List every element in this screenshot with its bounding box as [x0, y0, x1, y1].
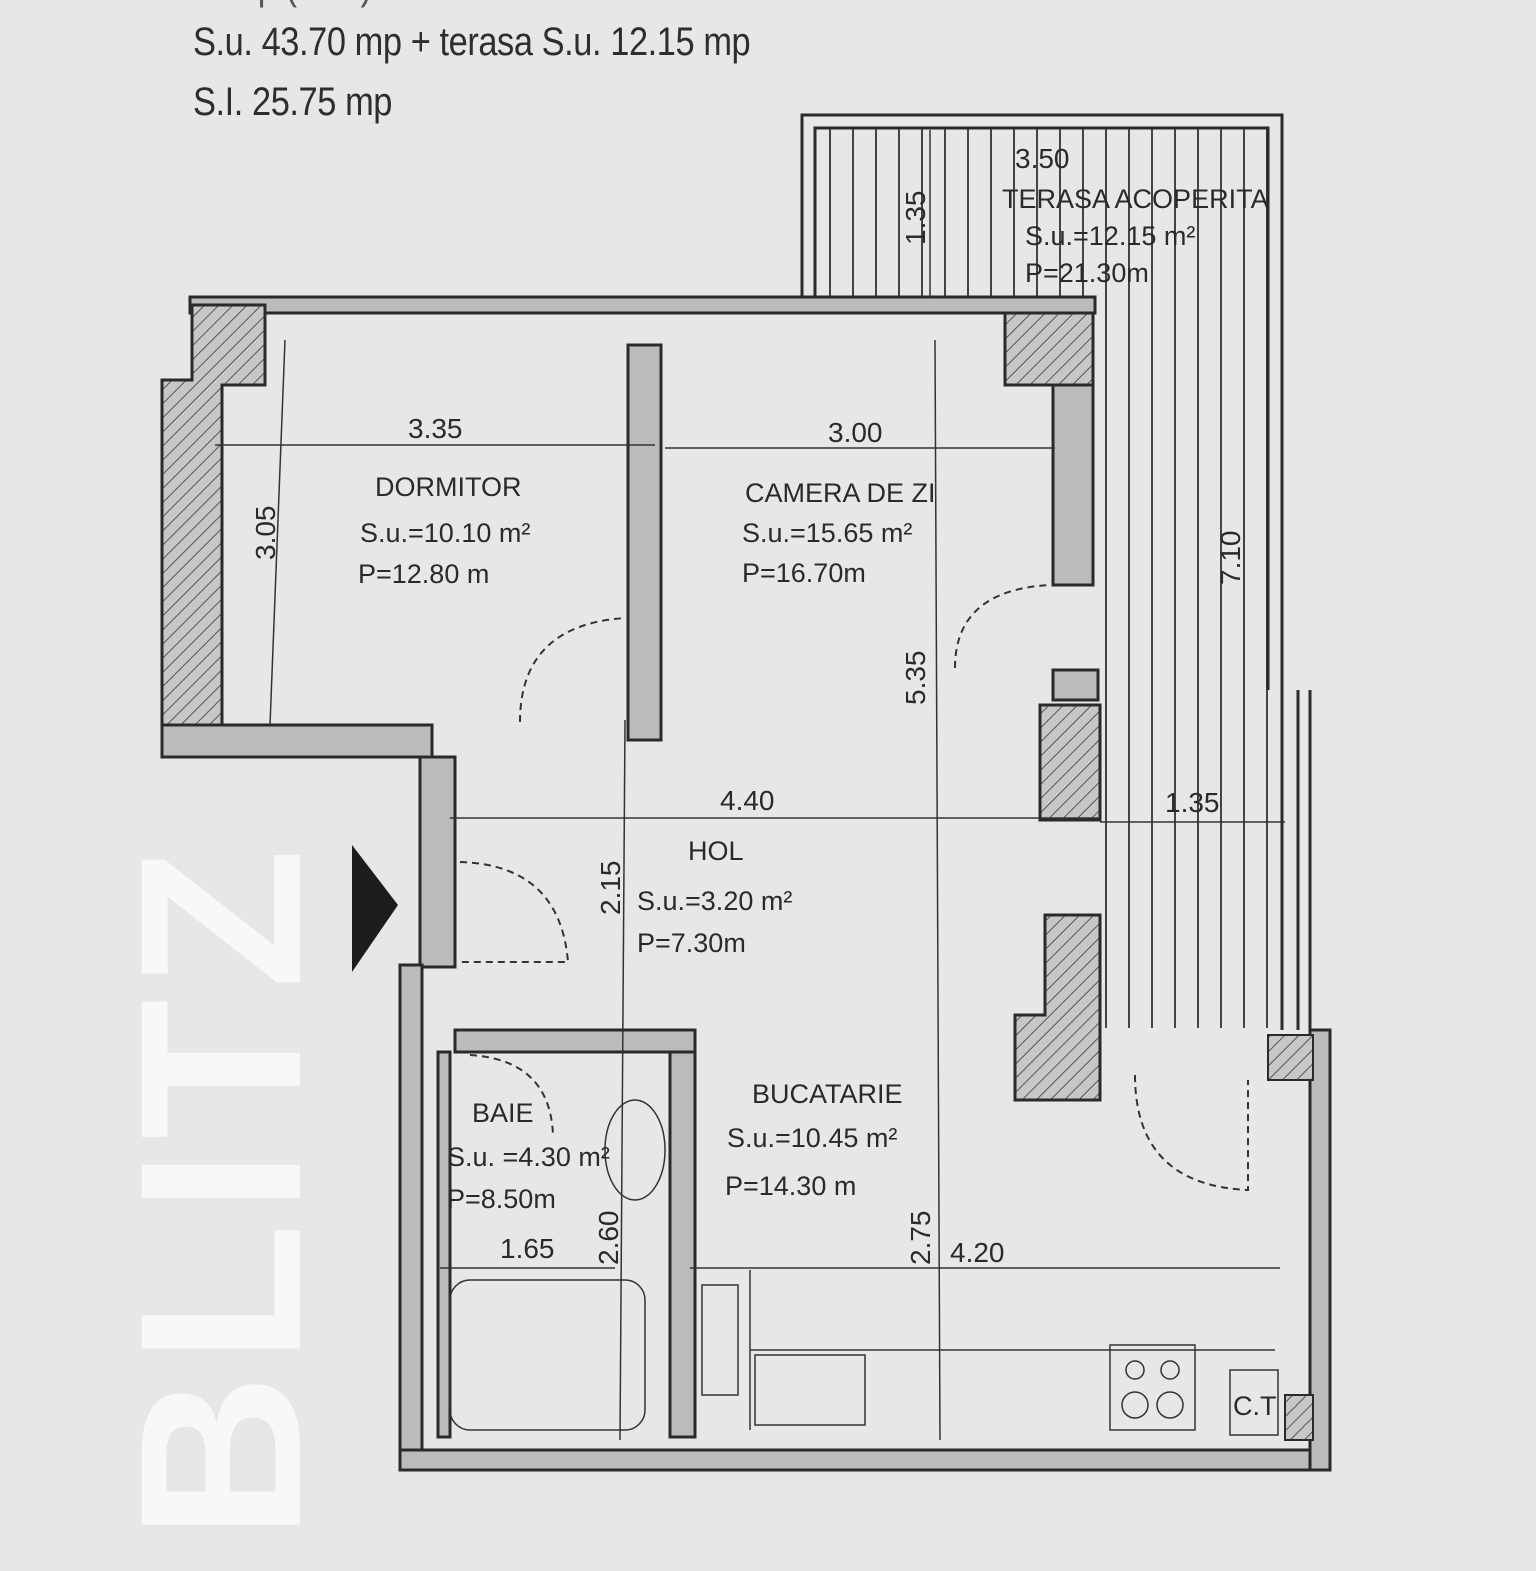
dim-camera-width: 3.00 — [828, 417, 883, 448]
room-area-baie: S.u. =4.30 m² — [447, 1142, 610, 1172]
room-perimeter-dormitor: P=12.80 m — [358, 559, 489, 589]
dim-terasa-long: 7.10 — [1215, 531, 1246, 586]
room-name-hol: HOL — [688, 836, 744, 866]
dim-hol-height: 2.15 — [595, 861, 626, 916]
dim-bucatarie-height: 2.75 — [905, 1211, 936, 1266]
walls — [160, 295, 1332, 1472]
dimension-lines — [215, 130, 1285, 1441]
room-name-ct: C.T — [1233, 1391, 1277, 1421]
room-area-dormitor: S.u.=10.10 m² — [360, 518, 530, 548]
room-perimeter-baie: P=8.50m — [447, 1184, 556, 1214]
fixtures — [449, 1099, 1275, 1431]
watermark: BLITZ — [92, 839, 349, 1540]
room-perimeter-bucatarie: P=14.30 m — [725, 1171, 856, 1201]
room-name-baie: BAIE — [472, 1098, 534, 1128]
dim-baie-width: 1.65 — [500, 1233, 555, 1264]
room-perimeter-camera-de-zi: P=16.70m — [742, 558, 866, 588]
room-name-dormitor: DORMITOR — [375, 472, 522, 502]
terrace — [800, 113, 1312, 1030]
header-line-partial: ... mp (... ...) ... — [193, 0, 408, 8]
room-area-camera-de-zi: S.u.=15.65 m² — [742, 518, 912, 548]
dim-dormitor-width: 3.35 — [408, 413, 463, 444]
dim-baie-height: 2.60 — [593, 1211, 624, 1266]
entrance-arrow-icon — [352, 845, 398, 972]
room-name-bucatarie: BUCATARIE — [752, 1079, 903, 1109]
room-name-terasa: TERASA ACOPERITA — [1002, 184, 1269, 214]
doors — [459, 584, 1249, 1192]
room-area-bucatarie: S.u.=10.45 m² — [727, 1123, 897, 1153]
dim-bucatarie-width: 4.20 — [950, 1237, 1005, 1268]
dim-camera-height: 5.35 — [900, 651, 931, 706]
header-total-area: S.u. 43.70 mp + terasa S.u. 12.15 mp — [193, 20, 751, 64]
dim-terasa-width: 3.50 — [1015, 143, 1070, 174]
room-area-terasa: S.u.=12.15 m² — [1025, 221, 1195, 251]
dim-hol-width: 4.40 — [720, 785, 775, 816]
dim-dormitor-height: 3.05 — [250, 506, 281, 561]
dim-terasa-depth: 1.35 — [1165, 787, 1220, 818]
room-name-camera-de-zi: CAMERA DE ZI — [745, 478, 936, 508]
dim-terasa-height: 1.35 — [900, 191, 931, 246]
room-area-hol: S.u.=3.20 m² — [637, 886, 792, 916]
room-perimeter-terasa: P=21.30m — [1025, 258, 1149, 288]
room-perimeter-hol: P=7.30m — [637, 928, 746, 958]
header-living-area: S.I. 25.75 mp — [193, 80, 393, 124]
